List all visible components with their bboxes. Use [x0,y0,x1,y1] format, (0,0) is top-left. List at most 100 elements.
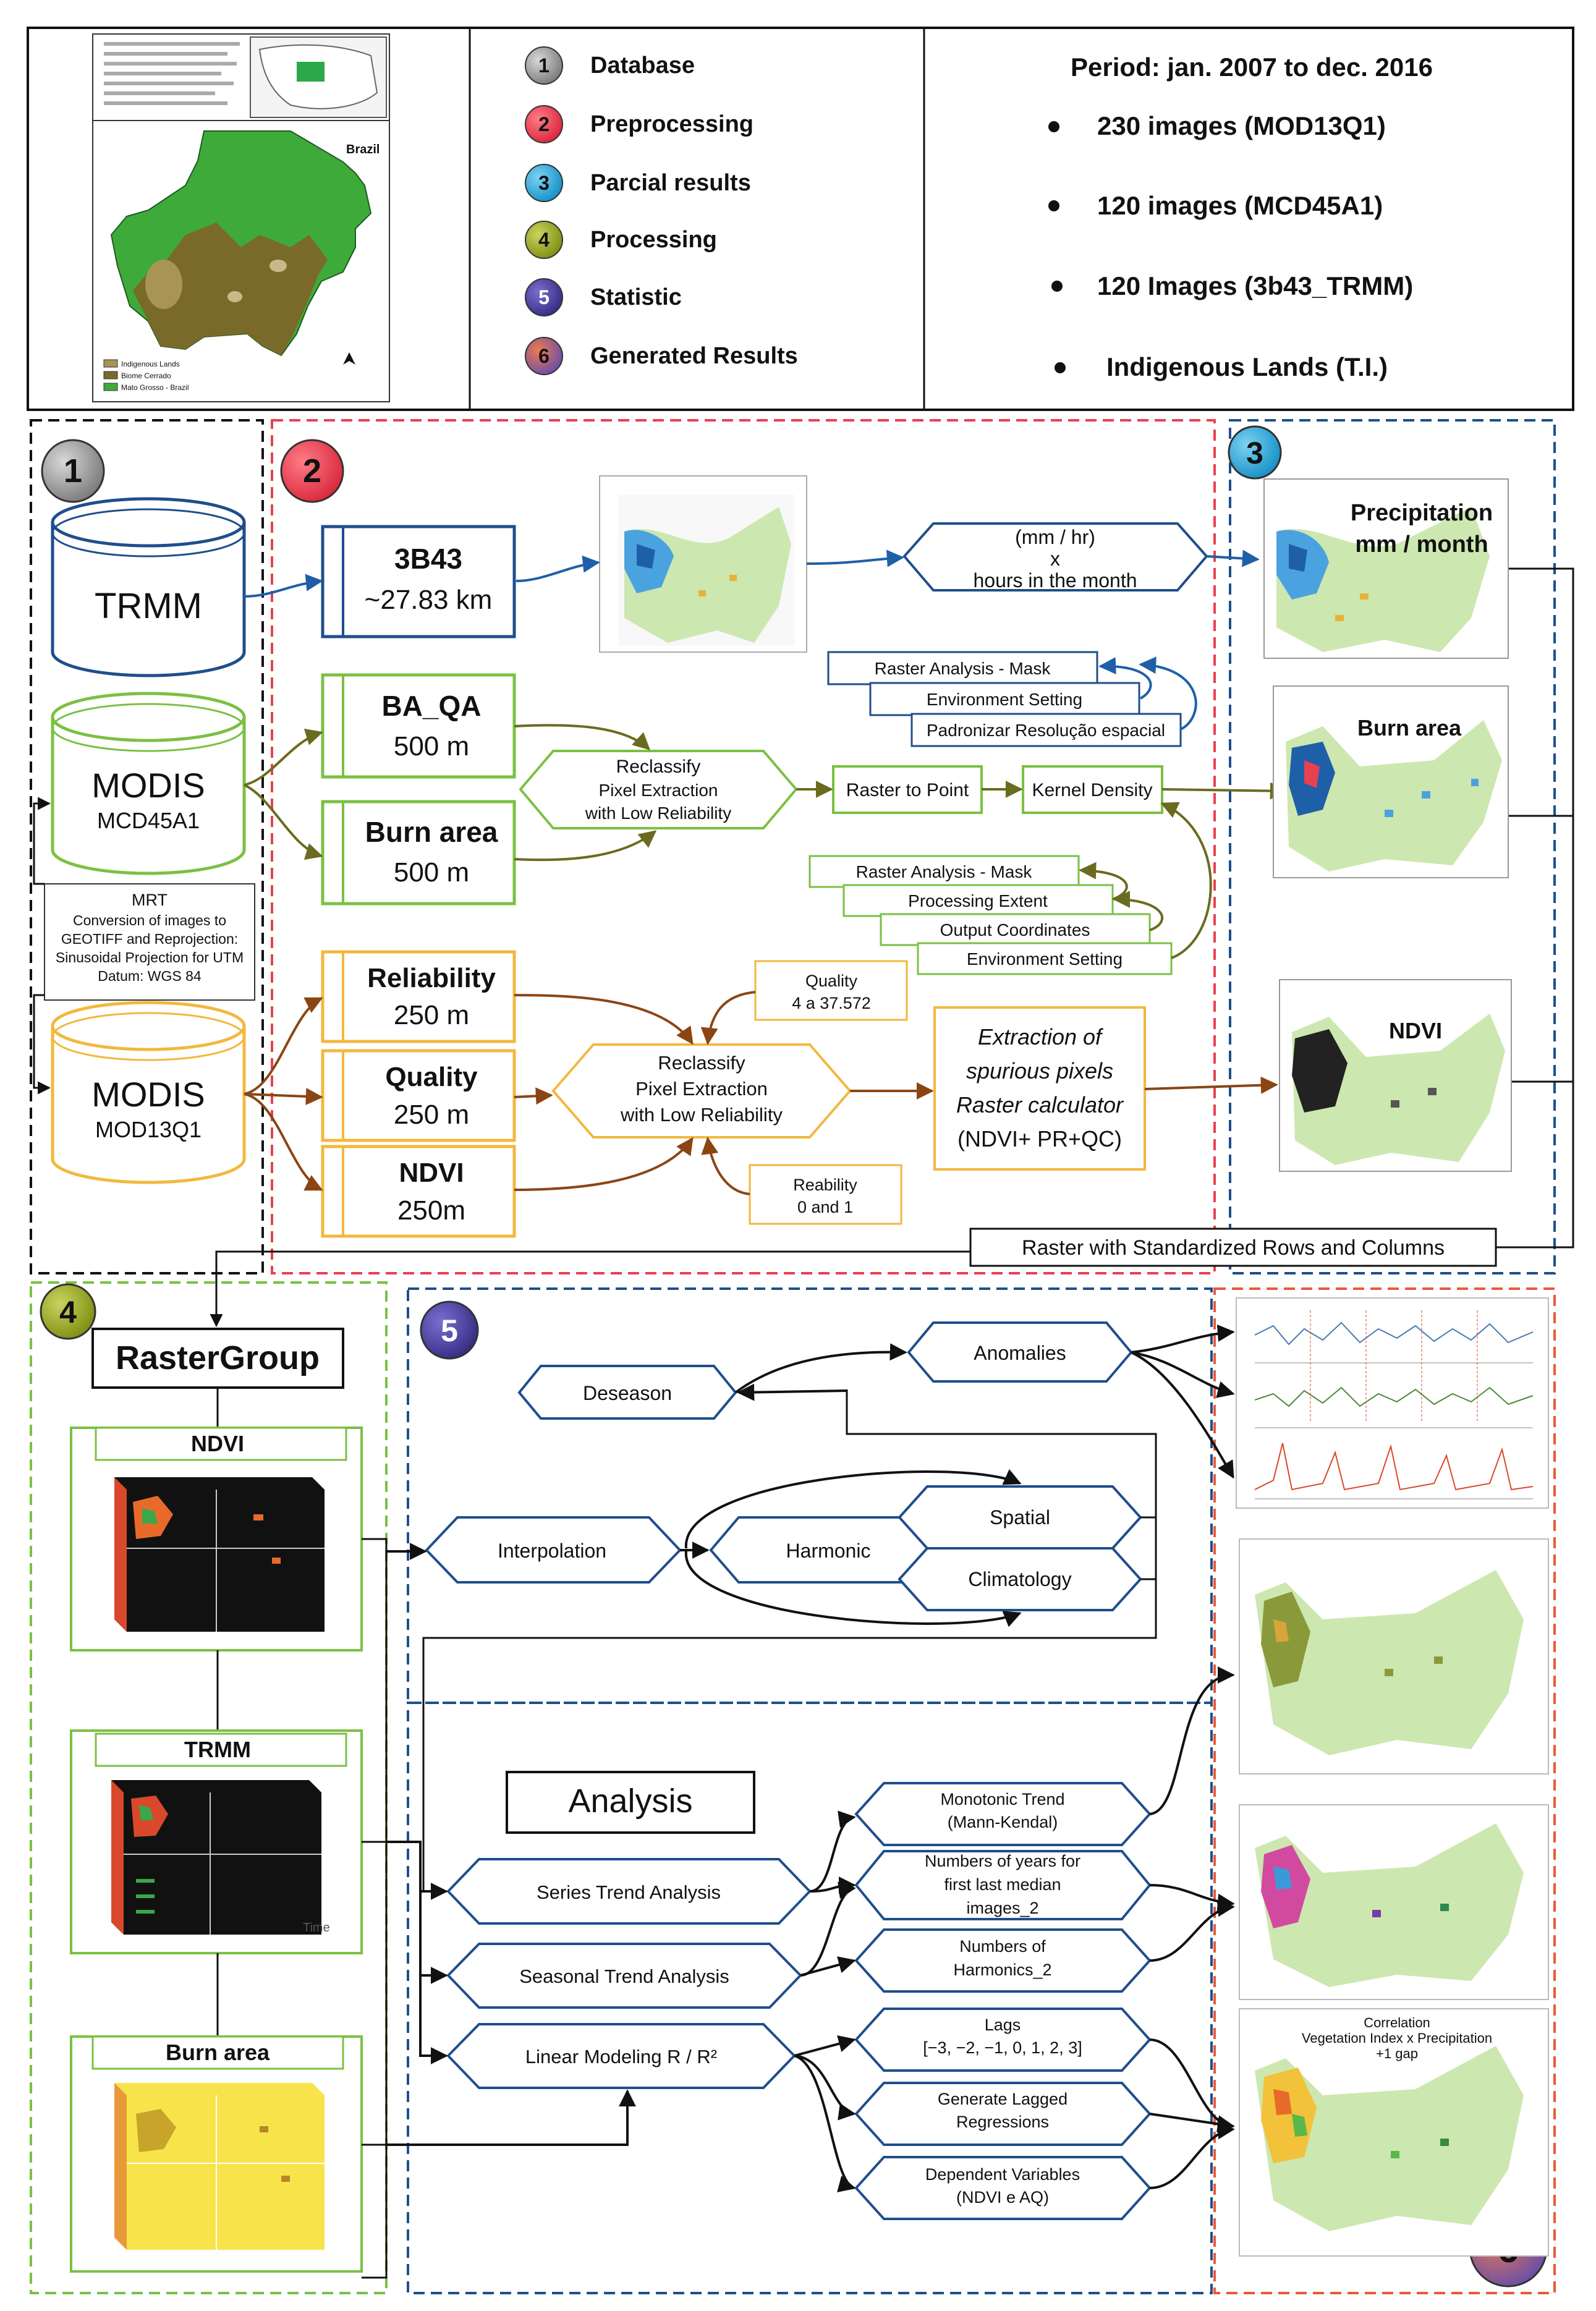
mask-step: Raster Analysis - Mask [875,659,1051,678]
standardized-raster-label: Raster with Standardized Rows and Column… [1022,1236,1445,1260]
modis-mod13q1-cylinder: MODIS MOD13Q1 [51,1001,246,1184]
section-4-frame [30,1281,388,2294]
extraction-line: Extraction of [978,1024,1104,1049]
lagged-line: Regressions [956,2113,1049,2131]
harmonic-hexagon: Harmonic [709,1516,951,1584]
mrt-note: MRT Conversion of images to GEOTIFF and … [44,883,255,1001]
node-reliability-label: Reliability [367,963,496,993]
node-quality-label: Quality [385,1062,478,1092]
arrow-modis-quality [244,1088,323,1105]
harmonics-line: Numbers of [959,1937,1046,1956]
cube-ndvi-title: NDVI [191,1431,244,1456]
legend-number: 4 [538,229,550,251]
trmm-label: TRMM [95,586,202,626]
legend-number: 6 [538,345,550,367]
period-item: Indigenous Lands (T.I.) [1106,352,1388,381]
years-line: first last median [944,1875,1061,1894]
arrow-modis-baqa [244,728,323,786]
arrow-to-linear [419,1975,448,2064]
lags-line: [−3, −2, −1, 0, 1, 2, 3] [923,2038,1082,2057]
linear-modeling-hexagon: Linear Modeling R / R² [446,2023,796,2089]
arrow-3b43-map [516,555,600,582]
map-index-text [104,42,240,105]
node-ba-qa: BA_QA 500 m [321,673,516,779]
arrow-trmm-3b43 [244,574,323,598]
node-ndvi-label: NDVI [399,1158,464,1188]
reliability-note: Reability 0 and 1 [749,1164,902,1225]
arrow-deseason-anomalies [734,1343,907,1394]
extraction-line: (NDVI+ PR+QC) [957,1126,1122,1151]
mm-hr-hexagon: (mm / hr) x hours in the month [902,522,1208,592]
arrow-seasonal-harmonics [800,1956,856,1977]
arrow-dependent-result [1149,2122,1235,2189]
arrow-reliability-reclass [514,994,694,1045]
cube-trmm: TRMM Time [70,1729,363,1954]
cerrado-shape [133,223,328,355]
years-line: Numbers of years for [925,1852,1080,1870]
arrow-interp-spatial [684,1469,1022,1549]
monotonic-trend-map [1239,1538,1549,1775]
ndvi-map: NDVI [1279,979,1512,1172]
mm-hr-line: x [1050,548,1060,570]
kernel-density-node: Kernel Density [1022,765,1163,814]
arrow-anomalies-chart2 [1131,1351,1235,1398]
mrt-line: Sinusoidal Projection for UTM [56,949,244,965]
extraction-line: Raster calculator [956,1092,1124,1117]
modis-sub-label: MOD13Q1 [95,1117,202,1142]
section-1-badge [41,439,105,503]
burn-area-map-title: Burn area [1357,715,1462,740]
quality-note: Quality 4 a 37.572 [754,960,908,1021]
legend-label: Processing [590,227,717,253]
rastergroup-label: RasterGroup [116,1339,320,1376]
burn-area-map: Burn area [1273,685,1509,878]
extraction-node: Extraction of spurious pixels Raster cal… [933,1006,1146,1171]
harmonics-count-hexagon: Numbers of Harmonics_2 [854,1928,1152,1993]
node-reliability-sub: 250 m [394,1000,469,1030]
arrow-kernel-burn [1161,782,1288,800]
arrow-modis-reliability [244,997,323,1095]
linear-modeling-label: Linear Modeling R / R² [525,2046,717,2067]
correlation-title-line: Correlation [1364,2015,1430,2030]
period-info: Period: jan. 2007 to dec. 2016 230 image… [1048,53,1433,381]
north-arrow-icon [343,352,355,365]
node-ndvi-sub: 250m [397,1195,465,1226]
mm-hr-line: (mm / hr) [1015,526,1095,548]
extraction-line: spurious pixels [966,1058,1113,1083]
seasonal-trend-label: Seasonal Trend Analysis [519,1965,729,1987]
dependent-line: (NDVI e AQ) [956,2188,1049,2207]
cube-time-label: Time [303,1921,330,1935]
node-3b43: 3B43 ~27.83 km [321,525,516,638]
anomaly-time-series-charts [1236,1297,1549,1509]
modis-sub-label: MCD45A1 [97,808,200,833]
reclassify-line: with Low Reliability [620,1104,783,1126]
dependent-line: Dependent Variables [925,2165,1080,2184]
modis-mcd45a1-cylinder: MODIS MCD45A1 [51,692,246,875]
precipitation-title-line: mm / month [1355,532,1488,558]
cube-burn-area-title: Burn area [166,2040,270,2065]
mask-step: Environment Setting [927,690,1082,709]
node-quality-sub: 250 m [394,1100,469,1130]
reclassify-hexagon-2: Reclassify Pixel Extraction with Low Rel… [551,1043,852,1139]
legend-number: 1 [538,54,550,77]
arrow-modis-burn [244,784,323,860]
raster-to-point-label: Raster to Point [846,780,969,800]
node-3b43-sub: ~27.83 km [365,585,493,615]
section-1-frame [30,419,264,1274]
harmonics-line: Harmonics_2 [953,1961,1051,1979]
deseason-label: Deseason [583,1382,672,1404]
legend-label: Generated Results [590,343,798,369]
section-4-badge [40,1283,96,1340]
section-3-badge [1228,425,1282,480]
arrow-harmonics-result [1149,1899,1235,1962]
arrow-linear-lags [794,2035,856,2057]
section-2-badge [280,439,344,503]
reclassify-line: Pixel Extraction [635,1078,768,1100]
cube-ndvi: NDVI [70,1427,363,1652]
cube-burn-area: Burn area [70,2035,363,2273]
mask-step: Output Coordinates [940,920,1090,939]
arrow-map-mmhr [806,549,904,567]
node-quality: Quality 250 m [321,1049,516,1142]
trmm-cylinder: TRMM [51,497,246,677]
modis-label: MODIS [91,766,205,805]
study-area-map: Brazil Indigenous Lands Biome Cerrado Ma… [92,33,390,402]
